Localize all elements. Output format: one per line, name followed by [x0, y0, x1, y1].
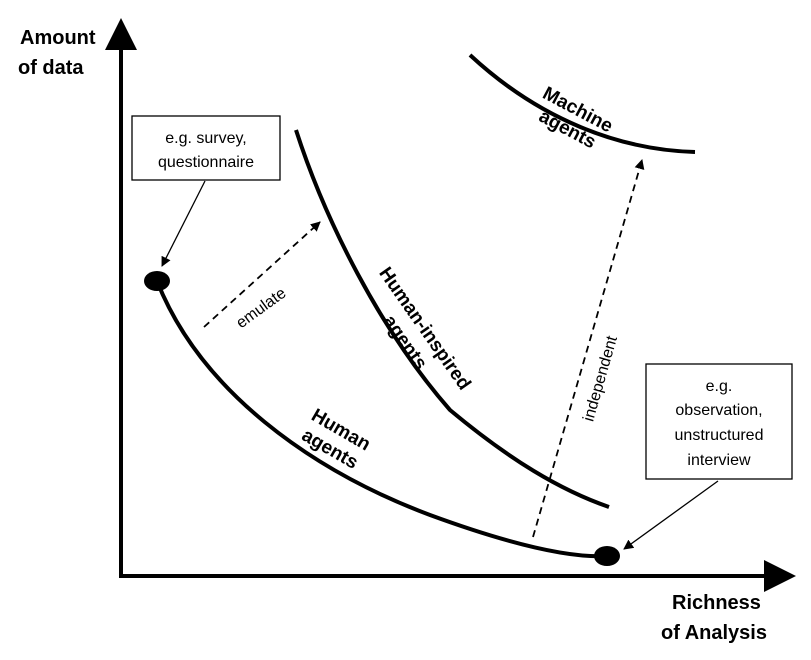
y-axis-title-line2: of data [18, 57, 84, 79]
human-agents-curve [155, 280, 609, 559]
human-inspired-agents-curve [294, 129, 610, 509]
human-curve-end-dot [594, 546, 620, 566]
observation-callout-pointer [623, 480, 719, 550]
survey-callout-line2: questionnaire [158, 154, 254, 171]
observation-callout-box [645, 363, 793, 480]
independent-label: independent [580, 334, 621, 424]
survey-callout-line1: e.g. survey, [165, 130, 247, 147]
x-axis-title-line2: of Analysis [661, 622, 767, 644]
emulate-arrow [203, 221, 321, 328]
machine-agents-label: Machine agents [535, 83, 616, 153]
human-curve-start-dot [144, 271, 170, 291]
observation-callout-line4: interview [687, 452, 751, 469]
observation-callout-line1: e.g. [706, 378, 733, 395]
human-agents-label: Human agents [298, 405, 374, 474]
observation-callout-line2: observation, [675, 402, 762, 419]
survey-callout-box [131, 115, 281, 181]
survey-callout-pointer [161, 180, 206, 267]
observation-callout-line3: unstructured [675, 427, 764, 444]
x-axis-title-line1: Richness [672, 592, 761, 614]
independent-arrow [532, 159, 645, 538]
human-inspired-agents-label: Human-inspired agents [374, 264, 474, 395]
y-axis-title-line1: Amount [20, 27, 96, 49]
machine-agents-curve [468, 53, 696, 154]
